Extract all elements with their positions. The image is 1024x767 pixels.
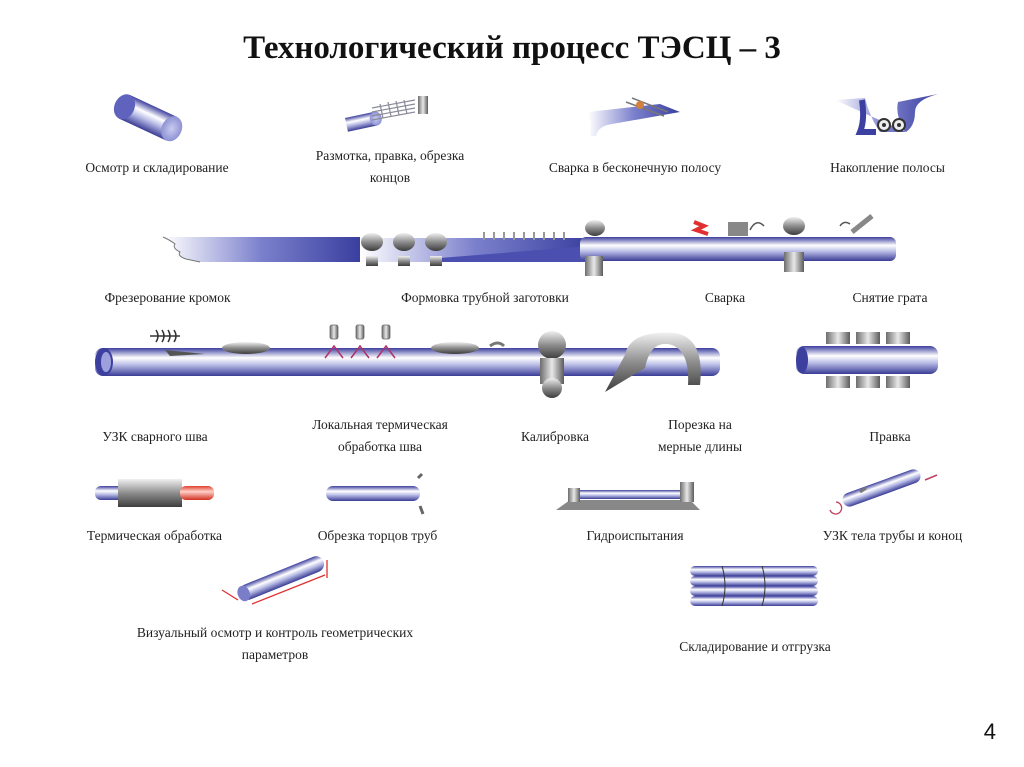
step-label: Сварка в бесконечную полосу: [548, 160, 722, 175]
pipe-line-row2: [580, 237, 896, 261]
step-label: Накопление полосы: [830, 160, 945, 175]
seam-heat-treatment-icon: [324, 324, 506, 359]
page-number: 4: [983, 719, 996, 744]
heat-treatment-icon: [95, 479, 214, 507]
step-label: Формовка трубной заготовки: [401, 290, 569, 305]
step-label-line: параметров: [241, 647, 309, 662]
step-label: УЗК сварного шва: [102, 429, 208, 444]
step-label-line: Локальная термическая: [312, 417, 448, 432]
step-label: УЗК тела трубы и конoц: [822, 528, 963, 543]
step-label: Гидроиспытания: [586, 528, 684, 543]
welding-icon: [690, 217, 805, 272]
step-label: Термическая обработка: [86, 528, 223, 543]
step-label-line: мерные длины: [657, 439, 743, 454]
edge-milling-icon: [162, 236, 360, 263]
ultrasonic-seam-icon: [150, 329, 270, 356]
visual-inspection-icon: [221, 556, 328, 605]
step-label: Фрезерование кромок: [104, 290, 231, 305]
end-facing-icon: [326, 472, 425, 515]
ultrasonic-body-icon: [829, 469, 938, 515]
step-label: Сварка: [704, 290, 746, 305]
coil-icon: [113, 94, 183, 142]
step-label-line: обработка шва: [337, 439, 422, 454]
uncoiler-icon: [345, 96, 428, 132]
step-label: Осмотр и складирование: [85, 160, 229, 175]
step-label: Снятие грата: [852, 290, 928, 305]
strip-welding-icon: [588, 97, 680, 136]
step-label: Порезка на мерные длины: [635, 414, 765, 458]
step-label-line: Размотка, правка, обрезка: [315, 148, 465, 163]
step-label-line: Порезка на: [668, 417, 732, 432]
step-label-line: концов: [369, 170, 411, 185]
sizing-stand-icon: [538, 331, 566, 398]
deburring-icon: [839, 214, 874, 234]
step-label: Правка: [869, 429, 911, 444]
fin-pass-stand-icon: [585, 220, 605, 276]
step-label: Размотка, правка, обрезка концов: [275, 145, 505, 189]
strip-accumulator-icon: [835, 94, 938, 135]
step-label: Обрезка торцов труб: [317, 528, 438, 543]
step-label: Калибровка: [521, 429, 589, 444]
hydrotest-icon: [556, 482, 700, 510]
page-title: Технологический процесс ТЭСЦ – 3: [243, 30, 781, 66]
step-label: Складирование и отгрузка: [679, 639, 831, 654]
step-label: Визуальный осмотр и контроль геометричес…: [70, 622, 480, 666]
straightening-icon: [796, 332, 938, 388]
cutting-icon: [605, 332, 701, 392]
step-label-line: Визуальный осмотр и контроль геометричес…: [136, 625, 414, 640]
step-label: Локальная термическая обработка шва: [270, 414, 490, 458]
bundle-icon: [690, 565, 818, 607]
forming-rolls-icon: [360, 232, 590, 266]
